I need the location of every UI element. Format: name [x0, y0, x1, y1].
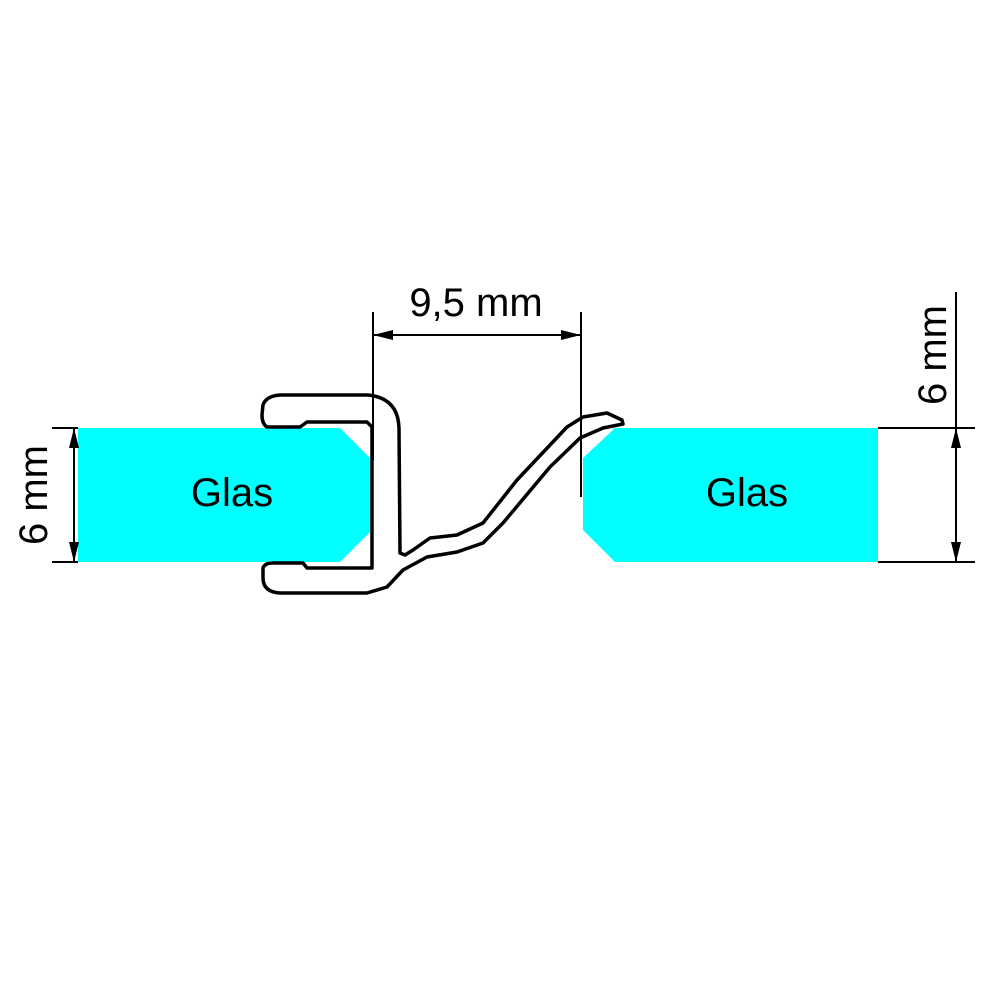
- glass-pane-right: [583, 428, 878, 562]
- seal-profile: [260, 393, 625, 595]
- glass-right-label: Glas: [706, 471, 788, 515]
- glass-left-label: Glas: [191, 471, 273, 515]
- gap-dimension-label: 9,5 mm: [409, 281, 542, 325]
- left-thickness-label: 6 mm: [12, 445, 56, 545]
- glass-pane-left: [78, 428, 372, 562]
- right-thickness-label: 6 mm: [911, 305, 955, 405]
